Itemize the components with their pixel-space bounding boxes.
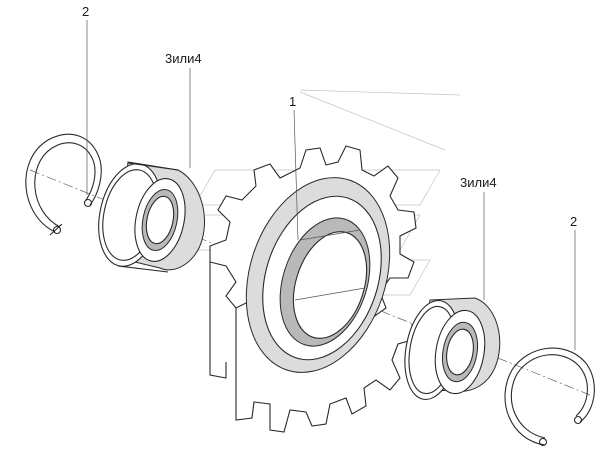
leader-lines [86, 20, 576, 350]
label-ring-right: 2 [570, 214, 577, 229]
sprocket [209, 145, 417, 433]
bearing-right [404, 297, 501, 400]
label-bearing-right: 3или4 [460, 175, 497, 190]
label-bearing-left: 3или4 [165, 51, 202, 66]
label-sprocket: 1 [289, 94, 296, 109]
bearing-left [98, 161, 205, 273]
retaining-ring-right [504, 347, 595, 447]
label-ring-left: 2 [82, 4, 89, 19]
retaining-ring-left [25, 133, 102, 236]
